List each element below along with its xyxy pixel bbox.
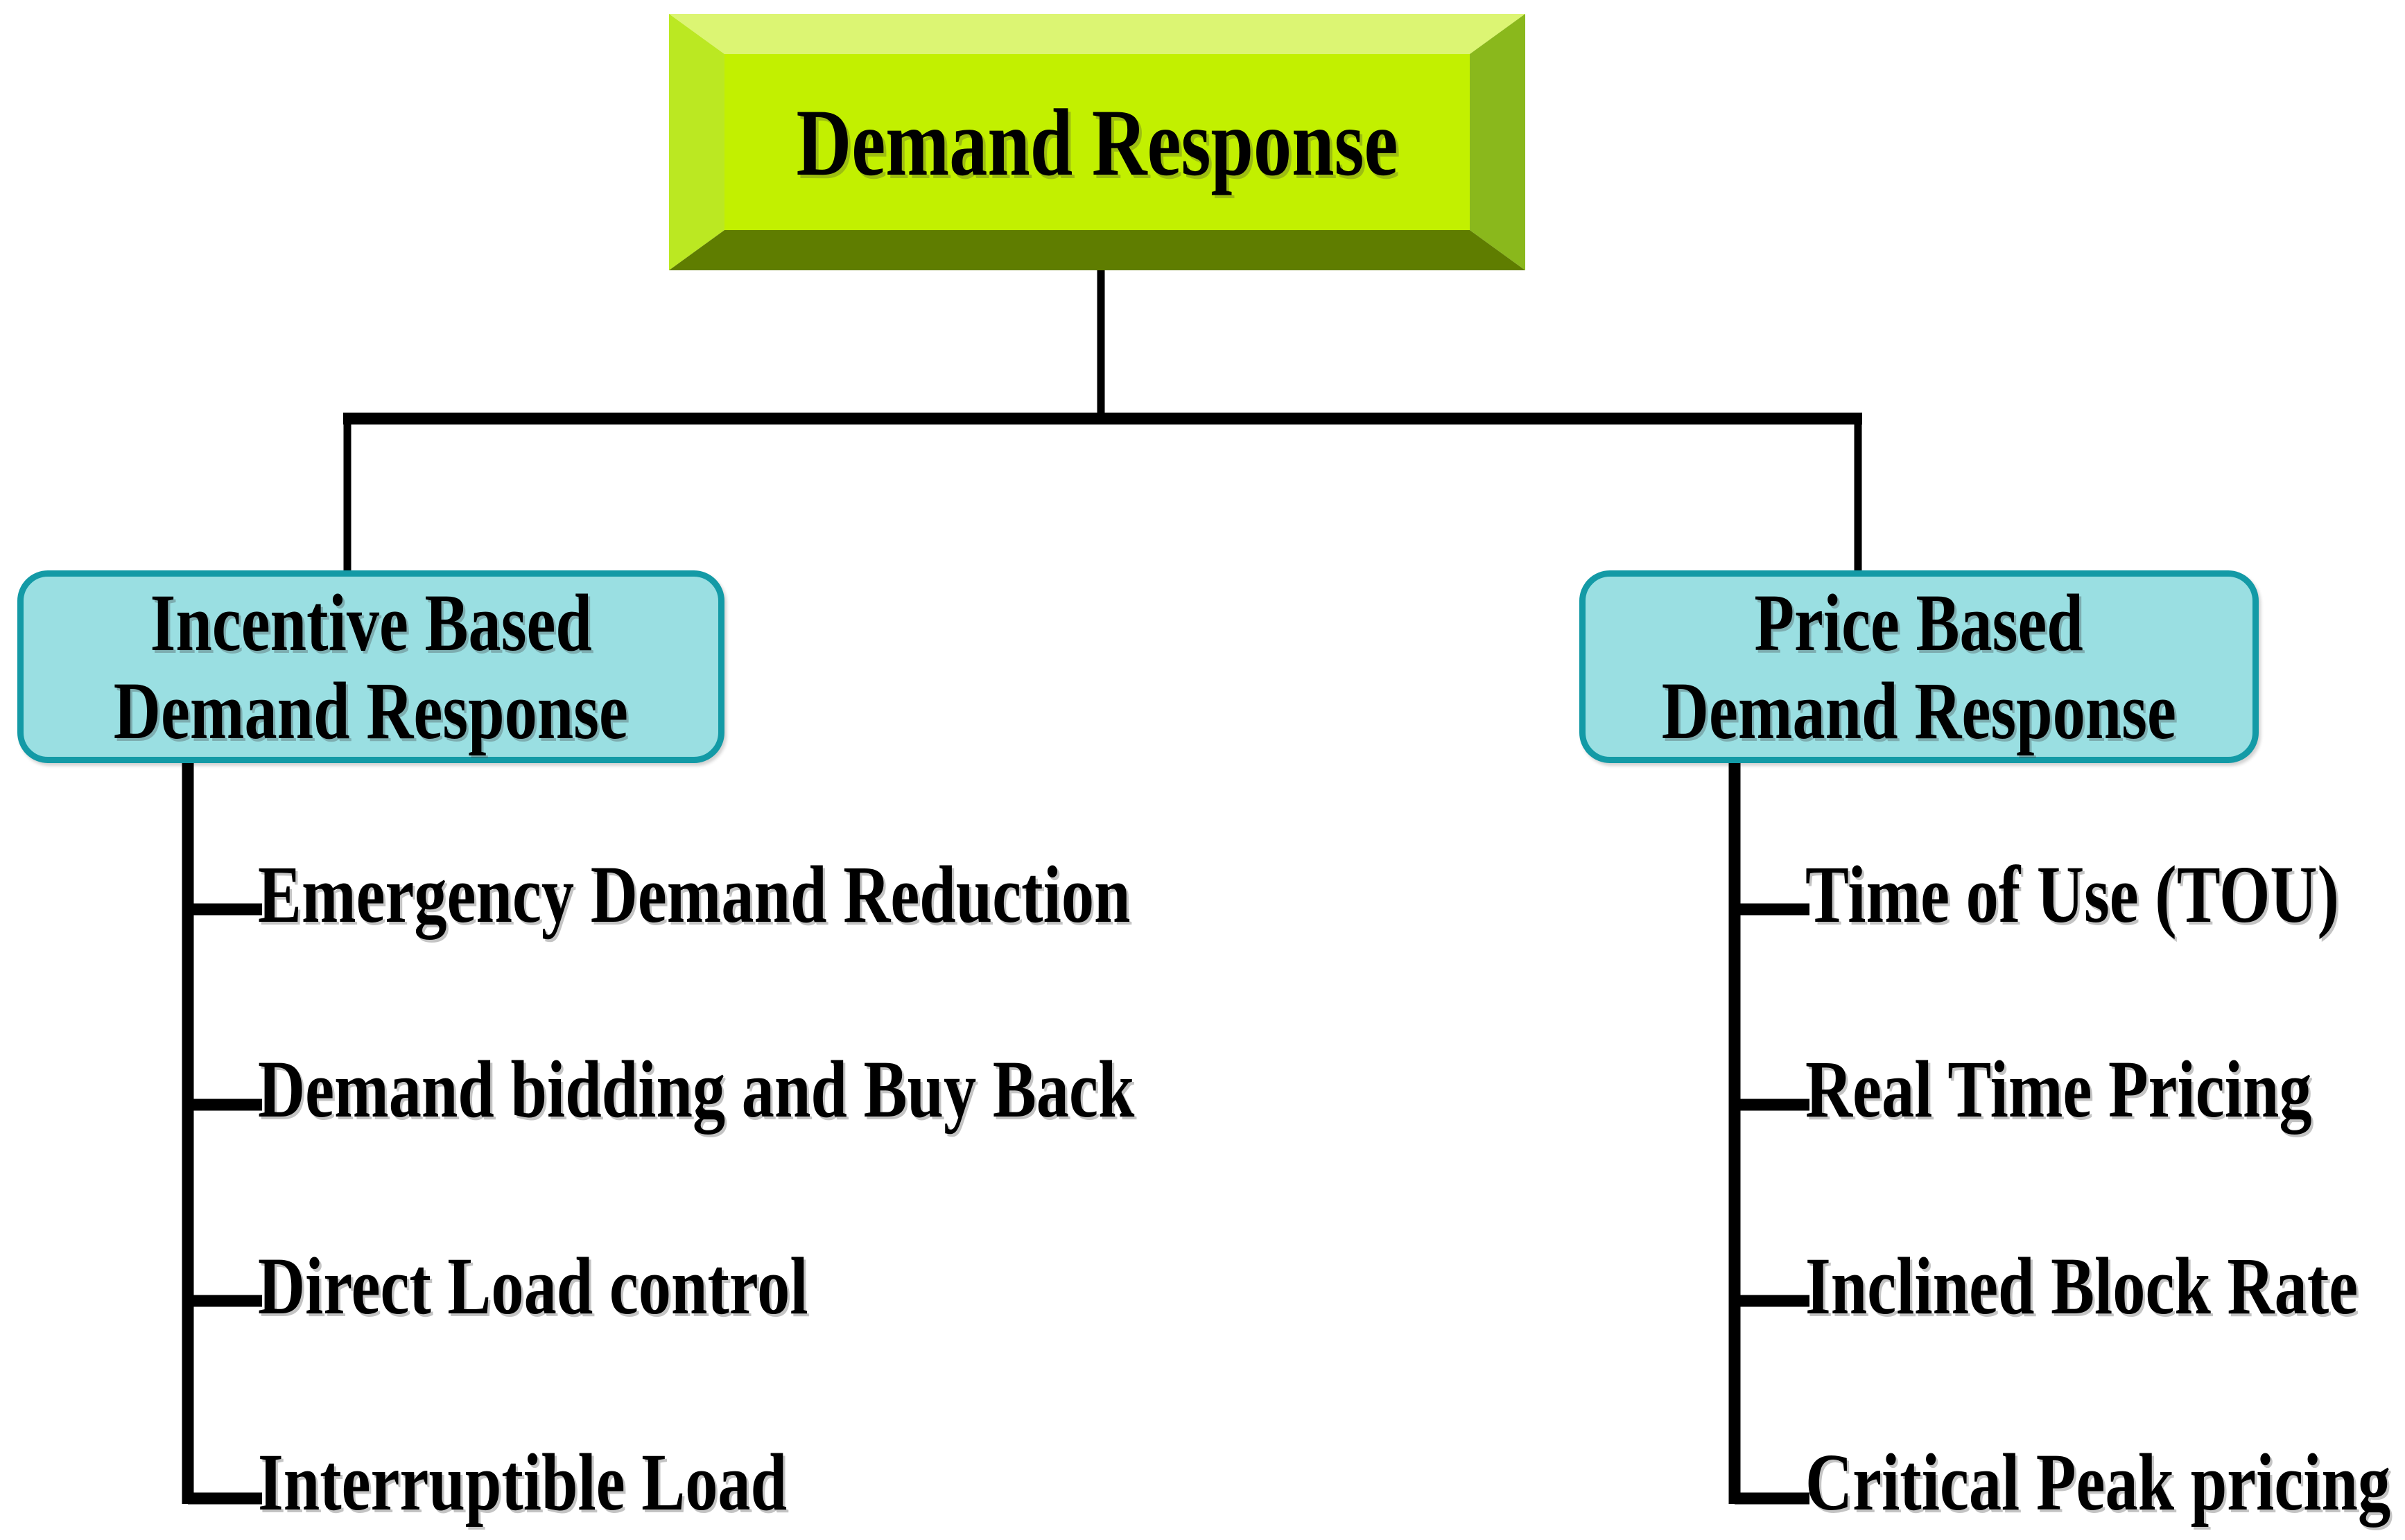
leaf-direct-load-control[interactable]: Direct Load control [258, 1241, 808, 1331]
root-bevel-shape [669, 14, 1525, 270]
leaf-real-time-pricing[interactable]: Real Time Pricing [1805, 1044, 2312, 1135]
leaf-emergency-demand-reduction[interactable]: Emergency Demand Reduction [258, 849, 1131, 940]
branch-label-line1: Price Based [1754, 577, 2084, 668]
leaf-demand-bidding-and-buy-back[interactable]: Demand bidding and Buy Back [258, 1044, 1135, 1135]
leaf-interruptible-load[interactable]: Interruptible Load [258, 1437, 788, 1528]
bevel-right-face [1470, 14, 1525, 270]
leaf-inclined-block-rate[interactable]: Inclined Block Rate [1805, 1241, 2359, 1331]
branch-label-line2: Demand Response [1661, 665, 2177, 756]
branch-node-incentive-based[interactable]: Incentive Based Demand Response [17, 570, 724, 763]
bevel-top-face [669, 14, 1525, 54]
root-node-label: Demand Response [796, 89, 1398, 195]
leaf-critical-peak-pricing[interactable]: Critical Peak pricing [1805, 1437, 2391, 1528]
root-node-demand-response[interactable]: Demand Response [669, 14, 1525, 270]
bevel-bottom-face [669, 230, 1525, 270]
branch-label-line1: Incentive Based [150, 577, 592, 668]
bevel-left-face [669, 14, 724, 270]
leaf-time-of-use[interactable]: Time of Use (TOU) [1805, 849, 2339, 940]
branch-label-line2: Demand Response [113, 665, 629, 756]
branch-node-price-based[interactable]: Price Based Demand Response [1579, 570, 2259, 763]
bevel-center-face [724, 54, 1470, 230]
